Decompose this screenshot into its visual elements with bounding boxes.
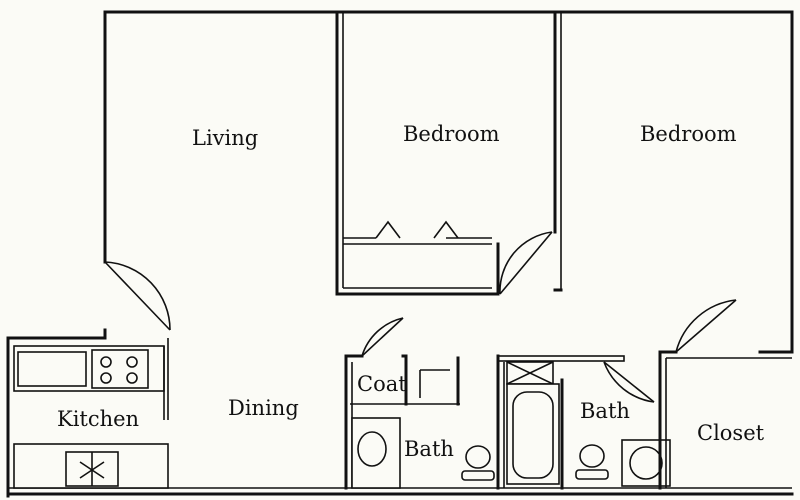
room-label-coat: Coat (357, 372, 407, 396)
room-label-living: Living (192, 126, 258, 150)
kitchen-fixtures (13, 338, 169, 489)
entry-door (104, 261, 171, 331)
room-label-bath-1: Bath (404, 437, 454, 461)
room-label-kitchen: Kitchen (57, 407, 139, 431)
bedroom-2-walls (553, 10, 563, 292)
room-label-bedroom-1: Bedroom (403, 122, 500, 146)
closet-walls (658, 299, 792, 490)
bedroom-1-walls (335, 10, 553, 296)
room-label-closet: Closet (697, 421, 765, 445)
room-label-bedroom-2: Bedroom (640, 122, 737, 146)
coat-and-bath-walls (344, 317, 495, 490)
room-label-bath-2: Bath (580, 399, 630, 423)
tub-and-bath-walls (496, 354, 671, 490)
room-label-dining: Dining (228, 396, 299, 420)
